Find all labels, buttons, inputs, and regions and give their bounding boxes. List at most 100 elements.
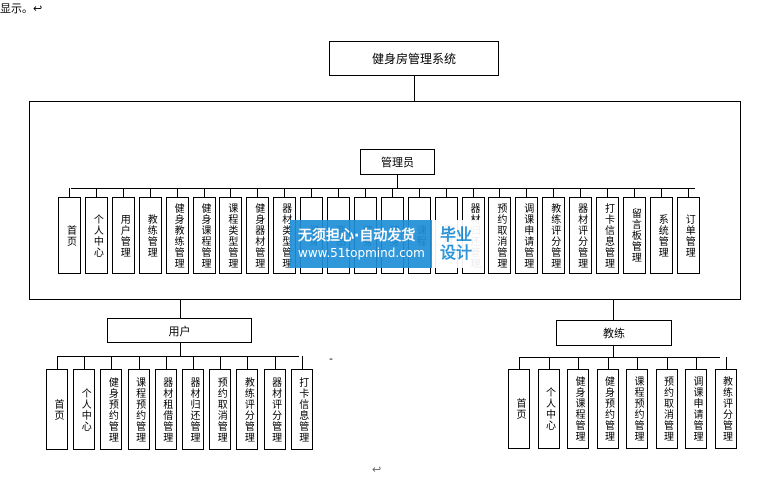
admin-node: 管理员 xyxy=(360,149,435,175)
user-child-label: 预约取消管理 xyxy=(215,376,227,443)
user-child-label: 器材评分管理 xyxy=(269,376,281,443)
admin-child-label: 用户管理 xyxy=(118,213,130,258)
admin-child-stem xyxy=(311,188,313,197)
coach-label: 教练 xyxy=(603,327,625,340)
coach-child-label: 调课申请管理 xyxy=(691,376,702,442)
admin-child-stem xyxy=(95,188,97,197)
user-child-node: 器材租借管理 xyxy=(154,369,177,450)
user-child-node: 课程预约管理 xyxy=(127,369,150,450)
admin-child-label: 健身器材管理 xyxy=(252,202,264,269)
admin-child-stem xyxy=(122,188,124,197)
admin-child-stem xyxy=(472,188,474,197)
admin-child-label: 健身教练管理 xyxy=(172,202,184,269)
user-child-stem xyxy=(165,356,167,369)
watermark-line1: 无须担心·自动发货 xyxy=(298,228,416,244)
admin-child-node: 首页 xyxy=(58,197,81,274)
coach-child-node: 首页 xyxy=(508,369,530,449)
admin-child-node: 订单管理 xyxy=(676,197,700,274)
user-child-stem xyxy=(193,356,194,369)
admin-child-node: 系统管理 xyxy=(649,197,673,274)
user-child-label: 打卡信息管理 xyxy=(296,376,308,443)
coach-child-node: 健身课程管理 xyxy=(567,369,589,449)
coach-child-label: 教练评分管理 xyxy=(720,376,732,442)
admin-child-node: 健身课程管理 xyxy=(192,197,216,274)
coach-child-label: 首页 xyxy=(514,398,525,420)
coach-child-node: 教练评分管理 xyxy=(714,369,737,449)
user-child-node: 个人中心 xyxy=(73,369,96,450)
coach-child-stem xyxy=(548,357,550,369)
watermark-badge-line2: 设计 xyxy=(439,243,472,262)
stray-dash: - xyxy=(329,352,333,365)
header-fragment: 显示。↩ xyxy=(0,2,43,15)
admin-child-stem xyxy=(580,188,582,197)
user-child-stem xyxy=(57,356,58,369)
admin-child-stem xyxy=(257,188,259,197)
coach-child-label: 健身预约管理 xyxy=(602,376,614,442)
admin-child-stem xyxy=(230,188,232,197)
user-child-stem xyxy=(247,356,249,369)
coach-child-stem xyxy=(637,357,638,369)
coach-bus xyxy=(519,357,720,358)
admin-child-stem xyxy=(445,188,447,197)
admin-child-label: 器材评分管理 xyxy=(575,202,587,269)
watermark-badge-line1: 毕业 xyxy=(439,224,472,244)
admin-child-label: 器材类型管理 xyxy=(279,202,291,269)
admin-child-stem xyxy=(391,188,393,197)
coach-child-stem xyxy=(725,357,727,369)
admin-child-label: 首页 xyxy=(64,224,76,247)
user-label: 用户 xyxy=(168,324,191,338)
root-label: 健身房管理系统 xyxy=(371,52,456,66)
admin-frame xyxy=(29,101,741,300)
user-child-node: 器材归还管理 xyxy=(182,369,204,450)
coach-child-label: 健身课程管理 xyxy=(573,376,584,442)
admin-child-stem xyxy=(607,188,608,197)
user-child-node: 健身预约管理 xyxy=(100,369,123,450)
admin-child-stem xyxy=(418,188,420,197)
user-child-label: 首页 xyxy=(52,398,63,421)
user-child-stem xyxy=(84,356,86,369)
user-child-stem xyxy=(220,356,222,369)
admin-child-stem xyxy=(284,188,286,197)
connector-coach-down xyxy=(613,346,614,357)
user-child-stem xyxy=(301,356,303,369)
admin-child-stem xyxy=(499,188,501,197)
coach-child-label: 预约取消管理 xyxy=(661,376,673,442)
watermark-badge: 毕业 设计 xyxy=(432,220,480,268)
user-child-label: 器材归还管理 xyxy=(188,376,199,443)
coach-child-stem xyxy=(578,357,579,369)
user-child-stem xyxy=(138,356,140,369)
user-child-label: 器材租借管理 xyxy=(160,376,172,443)
admin-child-node: 用户管理 xyxy=(111,197,135,274)
user-bus xyxy=(57,356,299,357)
watermark: 无须担心·自动发货 www.51topmind.com 毕业 设计 xyxy=(290,220,480,268)
user-child-label: 教练评分管理 xyxy=(242,376,254,443)
admin-child-label: 调课申请管理 xyxy=(521,202,533,269)
coach-child-node: 预约取消管理 xyxy=(655,369,678,449)
admin-child-label: 留言板管理 xyxy=(629,208,641,263)
user-child-node: 器材评分管理 xyxy=(263,369,286,450)
user-child-node: 教练评分管理 xyxy=(236,369,259,450)
admin-child-node: 健身教练管理 xyxy=(165,197,189,274)
admin-child-node: 健身器材管理 xyxy=(246,197,270,274)
admin-child-stem xyxy=(687,188,689,197)
coach-child-node: 课程预约管理 xyxy=(626,369,648,449)
root-node: 健身房管理系统 xyxy=(329,41,499,76)
connector-user xyxy=(180,300,181,318)
coach-child-stem xyxy=(607,357,609,369)
coach-child-stem xyxy=(696,357,697,369)
admin-child-label: 教练评分管理 xyxy=(548,202,560,269)
admin-child-node: 留言板管理 xyxy=(622,197,646,274)
admin-child-label: 教练管理 xyxy=(145,213,157,258)
admin-child-stem xyxy=(69,188,70,197)
admin-child-stem xyxy=(203,188,205,197)
admin-child-stem xyxy=(338,188,339,197)
user-child-label: 健身预约管理 xyxy=(106,376,118,443)
coach-child-node: 个人中心 xyxy=(537,369,560,449)
admin-bus xyxy=(71,188,695,189)
coach-child-node: 健身预约管理 xyxy=(596,369,619,449)
admin-child-label: 预约取消管理 xyxy=(494,202,506,269)
admin-child-label: 系统管理 xyxy=(656,213,668,258)
connector-user-down xyxy=(180,343,181,356)
admin-child-node: 调课申请管理 xyxy=(515,197,539,274)
coach-child-stem xyxy=(519,357,520,369)
